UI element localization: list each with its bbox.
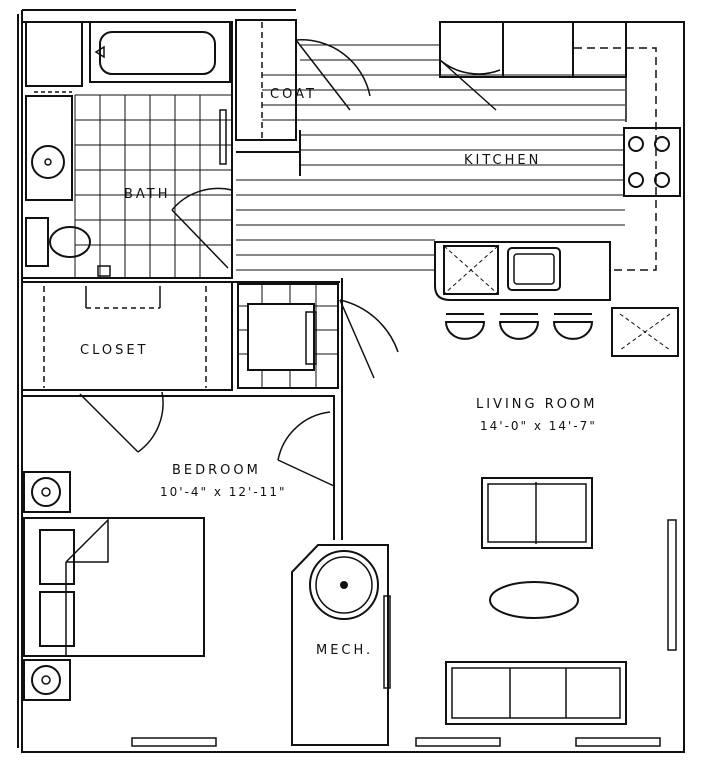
sofa-chair — [481, 477, 593, 549]
burner-icon — [654, 172, 670, 188]
nightstand — [23, 471, 71, 513]
mech-room — [291, 544, 389, 746]
kitchen-floor-stripes — [236, 44, 625, 271]
nightstand — [23, 659, 71, 701]
toilet-icon — [49, 226, 91, 258]
counter-outline — [574, 47, 657, 271]
window — [575, 737, 661, 747]
tub-drain-icon — [94, 45, 105, 59]
cooktop — [623, 127, 681, 197]
coat-label: COAT — [270, 87, 317, 102]
toilet-tank — [25, 217, 49, 267]
closet-walls — [21, 281, 233, 391]
bed — [23, 517, 205, 657]
fridge-door — [439, 59, 501, 111]
kitchen-island — [434, 241, 611, 301]
bar-stool-icon — [552, 321, 594, 340]
kitchen-label: KITCHEN — [464, 153, 541, 168]
bedroom-dimensions: 10'-4" x 12'-11" — [160, 485, 286, 499]
bedroom-door — [277, 411, 335, 487]
laundry-closet — [237, 283, 339, 389]
lamp-icon — [31, 477, 61, 507]
vanity — [25, 95, 73, 201]
sofa — [445, 661, 627, 725]
bar-stool-icon — [498, 321, 540, 340]
dishwasher — [443, 245, 499, 295]
bedroom-wall — [22, 395, 335, 486]
bath-door — [171, 187, 233, 269]
towel-bar — [219, 109, 227, 165]
stacked-washer-dryer — [247, 303, 315, 371]
living-room-label: LIVING ROOM — [476, 397, 597, 412]
lamp-icon — [31, 665, 61, 695]
sink-icon — [31, 145, 65, 179]
laundry-door — [339, 299, 399, 379]
linen-cabinet — [25, 21, 83, 87]
closet-label: CLOSET — [80, 343, 149, 358]
bar-stool-icon — [444, 321, 486, 340]
living-room-dimensions: 14'-0" x 14'-7" — [480, 419, 597, 433]
bathtub — [89, 21, 231, 83]
burner-icon — [654, 136, 670, 152]
pantry — [611, 307, 679, 357]
bath-label: BATH — [124, 187, 171, 202]
burner-icon — [628, 172, 644, 188]
outer-wall — [21, 10, 685, 753]
kitchen-sink — [507, 247, 561, 291]
bathtub-inner — [99, 31, 216, 75]
coffee-table — [489, 581, 579, 619]
window — [131, 737, 217, 747]
mech-label: MECH. — [316, 643, 373, 658]
window — [415, 737, 501, 747]
refrigerator — [502, 21, 574, 78]
closet-door — [79, 391, 164, 453]
burner-icon — [628, 136, 644, 152]
water-heater-icon — [309, 550, 379, 620]
coat-closet — [235, 19, 297, 141]
pillow — [39, 591, 75, 647]
pillow — [39, 529, 75, 585]
bed-sheet-fold — [65, 518, 109, 563]
bath-tile-grid — [74, 94, 232, 278]
tv-console — [667, 519, 677, 651]
bedroom-label: BEDROOM — [172, 463, 261, 478]
upper-cabinets — [439, 21, 627, 78]
